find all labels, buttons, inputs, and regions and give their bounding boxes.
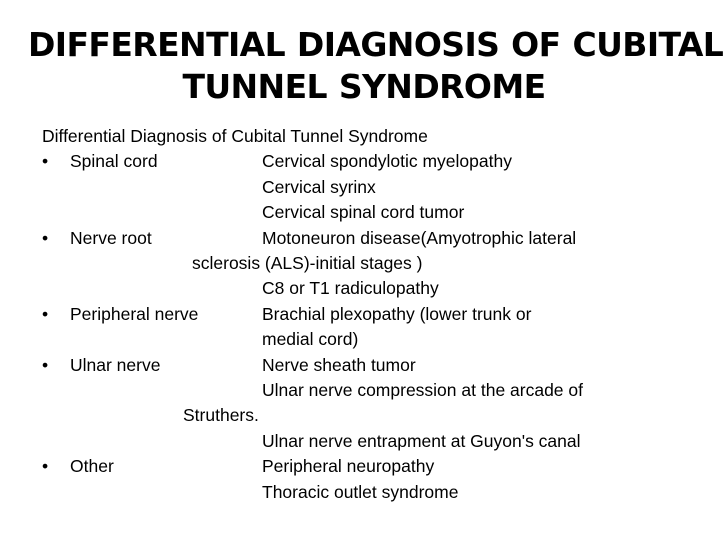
list-item: • Spinal cord Cervical spondylotic myelo… xyxy=(0,149,728,225)
list-entry: Cervical spondylotic myelopathy xyxy=(262,151,512,172)
list-entry: Cervical spinal cord tumor xyxy=(262,202,465,223)
bullet-icon: • xyxy=(42,151,49,172)
list-entry: Cervical syrinx xyxy=(262,176,376,197)
list-entry-continuation: Struthers. xyxy=(183,405,259,426)
list-item: • Peripheral nerve Brachial plexopathy (… xyxy=(0,302,728,353)
list-item-entries: Peripheral neuropathy Thoracic outlet sy… xyxy=(262,454,728,505)
list-entry: Nerve sheath tumor xyxy=(262,354,416,375)
list-entry: Ulnar nerve compression at the arcade of xyxy=(262,380,583,401)
bullet-icon: • xyxy=(42,303,49,324)
page-title-line-2: TUNNEL SYNDROME xyxy=(182,67,546,106)
bullet-icon: • xyxy=(42,456,49,477)
list-entry: C8 or T1 radiculopathy xyxy=(262,278,439,299)
list-item-entries: Cervical spondylotic myelopathy Cervical… xyxy=(262,149,728,225)
list-entry: Peripheral neuropathy xyxy=(262,456,435,477)
list-item-label: Other xyxy=(70,456,114,477)
list-item-label: Spinal cord xyxy=(70,151,158,172)
body-content: Differential Diagnosis of Cubital Tunnel… xyxy=(0,124,728,505)
bullet-icon: • xyxy=(42,354,49,375)
list-entry: Motoneuron disease(Amyotrophic lateral xyxy=(262,227,577,248)
page-title-line-1: DIFFERENTIAL DIAGNOSIS OF CUBITAL xyxy=(28,25,724,64)
list-item: • Ulnar nerve Nerve sheath tumor Ulnar n… xyxy=(0,353,728,455)
bullet-icon: • xyxy=(42,227,49,248)
list-item-label: Nerve root xyxy=(70,227,152,248)
body-lead-line: Differential Diagnosis of Cubital Tunnel… xyxy=(42,126,428,146)
list-entry: Brachial plexopathy (lower trunk or xyxy=(262,303,532,324)
page-title: DIFFERENTIAL DIAGNOSIS OF CUBITAL TUNNEL… xyxy=(28,24,724,108)
list-entry-continuation: sclerosis (ALS)-initial stages ) xyxy=(192,253,423,274)
list-item: • Other Peripheral neuropathy Thoracic o… xyxy=(0,454,728,505)
list-item-label: Ulnar nerve xyxy=(70,354,161,375)
list-item-entries: Brachial plexopathy (lower trunk or medi… xyxy=(262,302,728,353)
list-item-entries: Nerve sheath tumor Ulnar nerve compressi… xyxy=(183,353,728,455)
list-item-label: Peripheral nerve xyxy=(70,303,199,324)
list-entry: Ulnar nerve entrapment at Guyon's canal xyxy=(262,430,581,451)
list-item-entries: Motoneuron disease(Amyotrophic lateral s… xyxy=(192,226,728,302)
list-item: • Nerve root Motoneuron disease(Amyotrop… xyxy=(0,226,728,302)
list-entry-continuation: medial cord) xyxy=(262,329,359,350)
list-entry: Thoracic outlet syndrome xyxy=(262,481,459,502)
